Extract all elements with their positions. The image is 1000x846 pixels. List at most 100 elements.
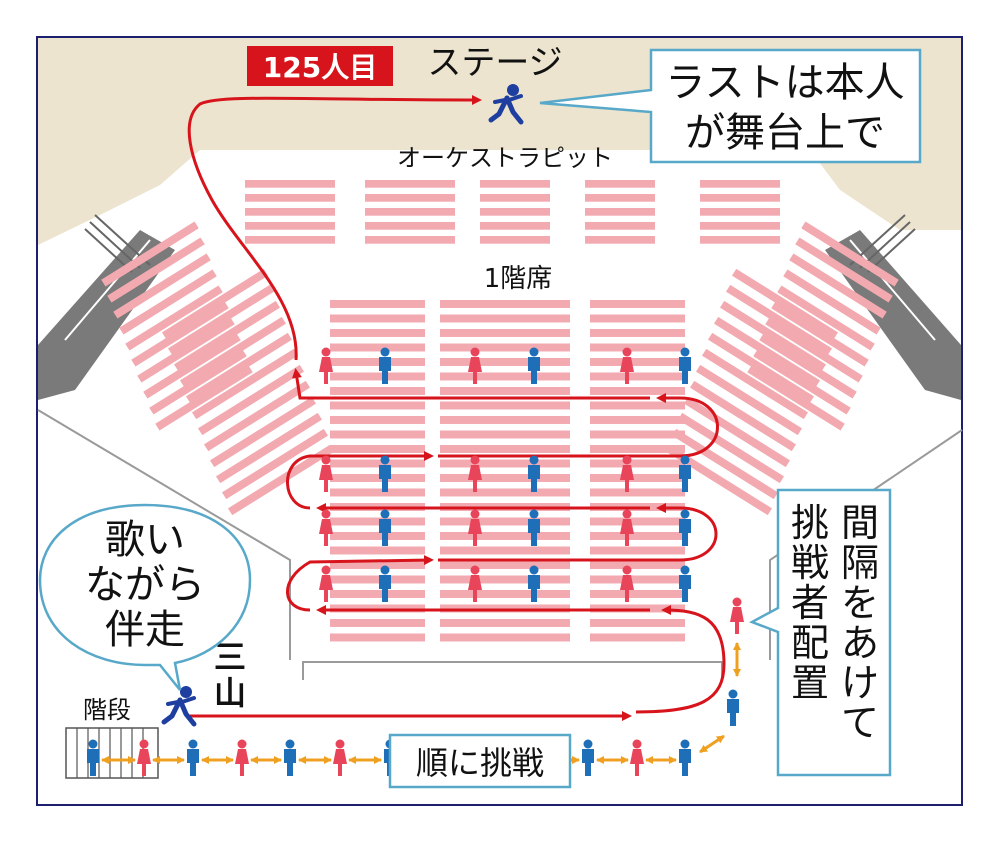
seat-row xyxy=(330,604,425,613)
seat-row xyxy=(801,221,899,287)
person-male-icon xyxy=(379,509,391,546)
seat-row xyxy=(440,329,570,337)
seat-row xyxy=(221,428,329,500)
seat-row xyxy=(330,416,425,424)
callout-line: ラストは本人 xyxy=(665,60,904,106)
seat-row xyxy=(777,285,875,351)
seat-row xyxy=(783,269,881,335)
orchestra-pit-label: オーケストラピット xyxy=(397,144,613,172)
person-male-icon xyxy=(679,455,691,492)
seat-row xyxy=(330,300,425,308)
person-male-icon xyxy=(187,739,199,776)
seat-row xyxy=(440,445,570,453)
seat-row xyxy=(365,222,455,230)
seat-row xyxy=(203,380,311,452)
callout-vertical-text: 挑戦者配置 xyxy=(791,501,829,705)
seat-row xyxy=(137,317,235,383)
callout-line: が舞台上で xyxy=(685,110,885,156)
seat-row xyxy=(585,236,655,244)
person-male-icon xyxy=(379,565,391,602)
seat-row xyxy=(440,619,570,627)
seat-row xyxy=(330,314,425,323)
seat-row xyxy=(707,332,815,404)
seat-row xyxy=(440,561,570,569)
person-female-icon xyxy=(319,347,333,384)
front-rail xyxy=(302,661,723,680)
seat-row xyxy=(245,180,335,188)
seat-row xyxy=(440,474,570,482)
person-male-icon xyxy=(528,565,540,602)
seat-row xyxy=(330,474,425,482)
seat-row xyxy=(131,301,229,367)
seat-row xyxy=(700,208,780,216)
seat-row xyxy=(440,358,570,366)
seat-row xyxy=(440,343,570,352)
person-male-icon xyxy=(679,565,691,602)
seat-row xyxy=(585,208,655,216)
seat-row xyxy=(590,329,685,337)
seat-row xyxy=(590,358,685,366)
seat-row xyxy=(480,180,550,188)
runner-name-bg xyxy=(212,636,248,708)
seat-row xyxy=(365,236,455,244)
seat-row xyxy=(440,372,570,381)
person-male-icon xyxy=(379,455,391,492)
seat-row xyxy=(365,180,455,188)
route-path xyxy=(286,555,434,612)
person-male-icon xyxy=(284,739,296,776)
seat-row xyxy=(330,532,425,540)
seat-row xyxy=(330,445,425,453)
seat-row xyxy=(330,343,425,352)
seat-row xyxy=(330,561,425,569)
seat-row xyxy=(590,561,685,569)
person-female-icon xyxy=(319,509,333,546)
person-male-icon xyxy=(679,347,691,384)
seat-row xyxy=(440,575,570,584)
seat-row xyxy=(725,284,833,356)
seat-row xyxy=(590,633,685,642)
seat-row xyxy=(731,268,839,340)
seat-row xyxy=(245,236,335,244)
person-male-icon xyxy=(679,739,691,776)
seat-row xyxy=(330,459,425,468)
order-box: 順に挑戦 xyxy=(388,733,572,789)
seat-row xyxy=(330,387,425,395)
seat-row xyxy=(440,459,570,468)
seat-row xyxy=(119,269,217,335)
left-wall-line xyxy=(37,409,291,660)
seat-row xyxy=(590,532,685,540)
seat-row xyxy=(227,444,335,516)
person-female-icon xyxy=(137,739,151,776)
seat-row xyxy=(215,412,323,484)
person-female-icon xyxy=(319,565,333,602)
seat-row xyxy=(167,284,275,356)
person-female-icon xyxy=(468,509,482,546)
seat-row xyxy=(590,416,685,424)
seat-row xyxy=(590,488,685,497)
seat-row xyxy=(440,517,570,526)
person-female-icon xyxy=(333,739,347,776)
seat-row xyxy=(173,300,281,372)
person-female-icon xyxy=(468,347,482,384)
seat-row xyxy=(179,316,287,388)
seat-row xyxy=(440,604,570,613)
seat-row xyxy=(585,194,655,202)
route-path xyxy=(291,368,650,400)
seat-row xyxy=(700,180,780,188)
person-male-icon xyxy=(87,739,99,776)
seat-row xyxy=(209,396,317,468)
seat-row xyxy=(191,348,299,420)
person-female-icon xyxy=(235,739,249,776)
seat-row xyxy=(113,253,211,319)
seat-row xyxy=(330,488,425,497)
seat-row xyxy=(365,208,455,216)
seat-row xyxy=(330,329,425,337)
seat-row xyxy=(590,343,685,352)
seat-row xyxy=(107,237,205,303)
seat-row xyxy=(590,445,685,453)
seat-row xyxy=(143,333,241,399)
runner-icon xyxy=(161,686,197,727)
seat-row xyxy=(765,317,863,383)
seat-row xyxy=(330,358,425,366)
spacing-arrow-icon xyxy=(699,734,725,754)
